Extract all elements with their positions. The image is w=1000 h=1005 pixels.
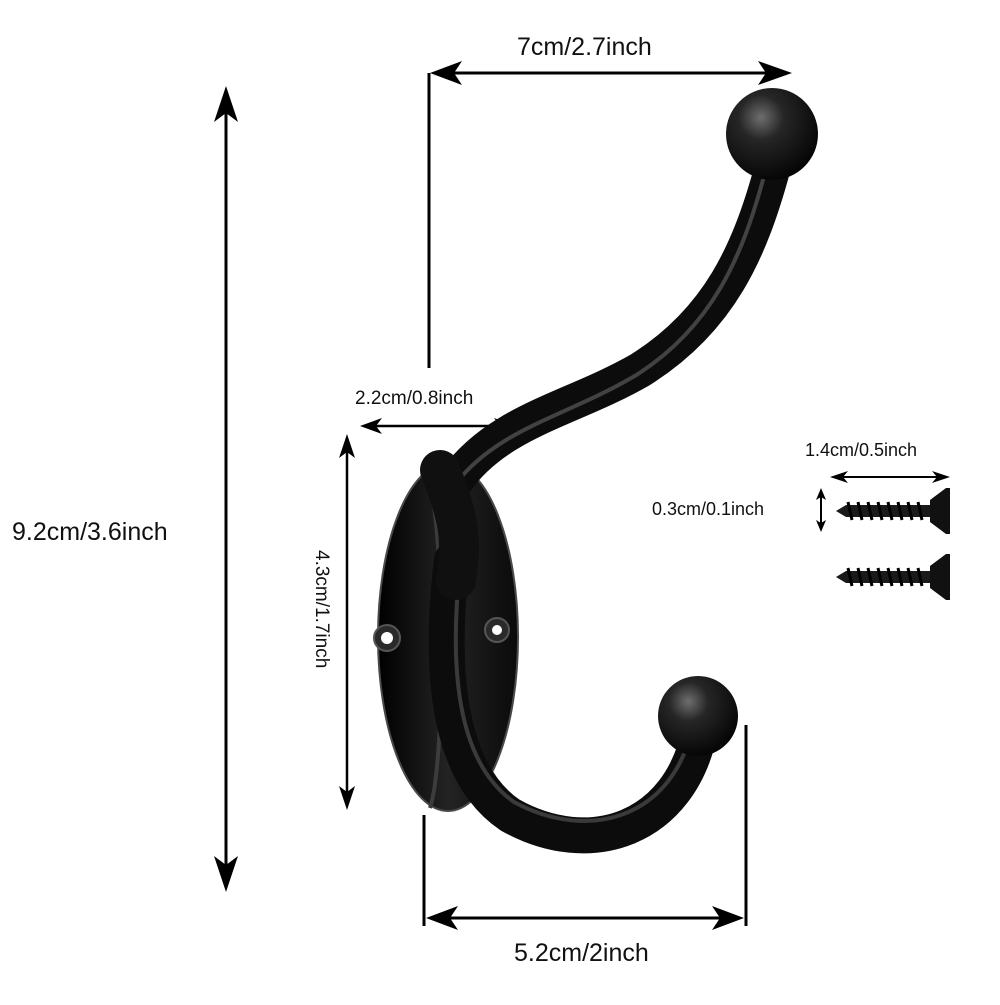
arrow-head-icon <box>830 471 848 483</box>
screw-dimensions: 1.4cm/0.5inch 0.3cm/0.1inch <box>652 440 950 532</box>
arrow-head-icon <box>932 471 950 483</box>
top-ball-tip <box>726 88 818 180</box>
hook-neck <box>420 450 479 600</box>
screw-hole-right <box>484 617 510 643</box>
screw-length-label: 1.4cm/0.5inch <box>805 440 917 460</box>
arrow-head-icon <box>360 418 382 434</box>
arrow-head-icon <box>816 488 826 500</box>
dimension-top-width: 7cm/2.7inch <box>427 33 792 368</box>
top-width-label: 7cm/2.7inch <box>517 33 652 61</box>
arrow-head-icon <box>758 61 792 85</box>
screw-diameter-label: 0.3cm/0.1inch <box>652 499 764 519</box>
arrow-head-icon <box>816 520 826 532</box>
upper-arm <box>438 152 790 498</box>
wood-screw-icon <box>836 554 950 600</box>
upper-arm-highlight <box>460 174 766 478</box>
lower-arm-highlight <box>453 564 692 823</box>
arrow-head-icon <box>430 61 462 85</box>
wood-screw-icon <box>836 488 950 534</box>
arrow-head-icon <box>339 786 355 810</box>
arrow-head-icon <box>214 856 238 892</box>
dimension-plate-height: 4.3cm/1.7inch <box>311 434 355 810</box>
arrow-head-icon <box>426 906 458 930</box>
arrow-head-icon <box>339 434 355 458</box>
upper-reach-label: 2.2cm/0.8inch <box>355 388 473 409</box>
bottom-width-label: 5.2cm/2inch <box>514 939 649 967</box>
bottom-ball-tip <box>658 676 738 756</box>
plate-height-label: 4.3cm/1.7inch <box>311 550 332 668</box>
arrow-head-icon <box>712 906 744 930</box>
screw-hole-left <box>373 624 401 652</box>
dimension-bottom-width: 5.2cm/2inch <box>422 725 748 967</box>
coat-hook-icon <box>373 88 818 854</box>
dimension-total-height: 9.2cm/3.6inch <box>12 86 238 892</box>
arrow-head-icon <box>214 86 238 122</box>
lower-arm <box>428 542 718 854</box>
total-height-label: 9.2cm/3.6inch <box>12 518 168 546</box>
